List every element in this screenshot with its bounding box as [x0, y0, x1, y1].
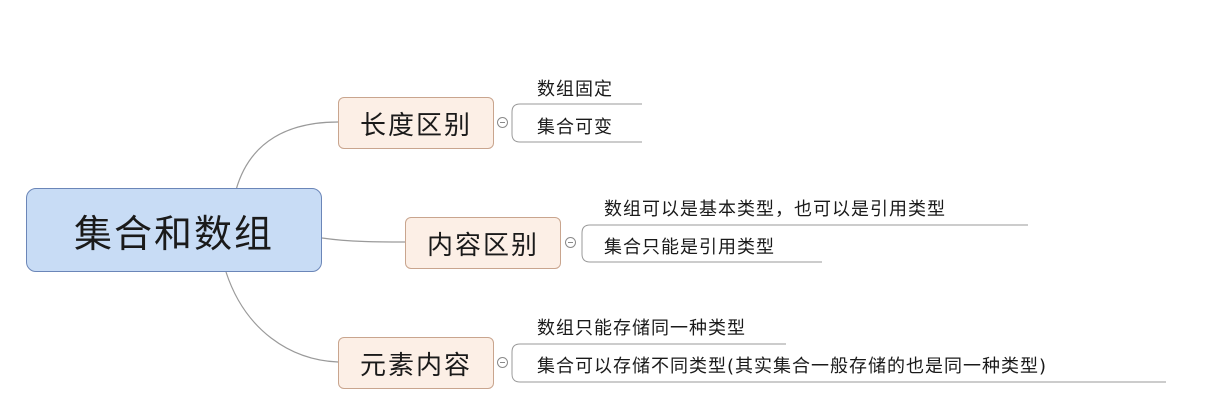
connector-root-branch-1	[235, 121, 339, 191]
branch-topic-element-label: 元素内容	[359, 350, 472, 381]
branch-topic-content[interactable]: 内容区别	[405, 217, 561, 269]
collapse-toggle-icon[interactable]	[497, 357, 508, 368]
connector-root-branch-2	[321, 237, 406, 243]
branch-topic-element[interactable]: 元素内容	[338, 337, 494, 389]
branch-topic-length-label: 长度区别	[359, 110, 472, 141]
leaf-topic[interactable]: 集合可以存储不同类型(其实集合一般存储的也是同一种类型)	[537, 356, 1048, 377]
collapse-toggle-icon[interactable]	[497, 117, 508, 128]
leaf-topic[interactable]: 数组可以是基本类型，也可以是引用类型	[604, 199, 946, 220]
bracket-3	[511, 343, 521, 383]
leaf-topic[interactable]: 数组固定	[537, 79, 613, 100]
leaf-topic[interactable]: 数组只能存储同一种类型	[537, 318, 746, 339]
collapse-toggle-icon[interactable]	[565, 237, 576, 248]
connector-root-branch-3	[225, 271, 339, 363]
branch-topic-length[interactable]: 长度区别	[338, 97, 494, 149]
leaf-topic[interactable]: 集合可变	[537, 117, 613, 138]
branch-topic-content-label: 内容区别	[426, 230, 539, 261]
bracket-2	[581, 224, 591, 263]
bracket-1	[511, 103, 521, 143]
root-topic-label: 集合和数组	[73, 211, 274, 256]
leaf-topic[interactable]: 集合只能是引用类型	[604, 237, 775, 258]
root-topic[interactable]: 集合和数组	[26, 188, 322, 272]
